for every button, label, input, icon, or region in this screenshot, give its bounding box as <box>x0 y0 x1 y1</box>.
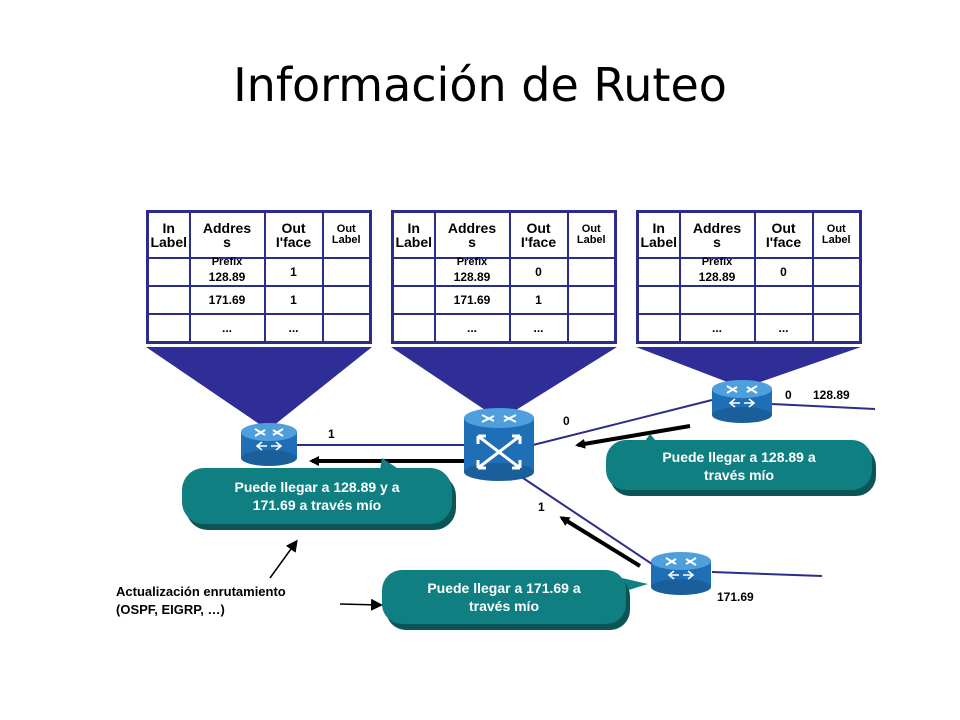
cell <box>566 285 617 315</box>
funnel-right <box>636 347 861 388</box>
label-switch-router-icon <box>464 408 534 481</box>
cell <box>391 257 436 287</box>
routing-update-caption: Actualización enrutamiento(OSPF, EIGRP, … <box>116 584 286 617</box>
cell: 1 <box>263 285 324 315</box>
cell <box>146 285 191 315</box>
cell <box>321 285 372 315</box>
update-arrow-right-top <box>575 424 691 449</box>
network-label-128-89: 128.89 <box>813 388 850 402</box>
iface-label-center-0: 0 <box>563 414 570 428</box>
cell <box>811 257 862 287</box>
cell: 0 <box>753 257 814 287</box>
iface-label-right-top: 0 <box>785 388 792 402</box>
cell <box>566 257 617 287</box>
cell: ... <box>433 313 511 344</box>
cell <box>636 257 681 287</box>
cell: ... <box>263 313 324 344</box>
slide-title: Información de Ruteo <box>233 58 727 112</box>
link-right-bottom-out <box>711 571 823 577</box>
cell <box>146 257 191 287</box>
cell <box>636 285 681 315</box>
cell <box>811 313 862 344</box>
router-right-bottom-icon <box>651 552 711 595</box>
cell: ... <box>508 313 569 344</box>
cell <box>566 313 617 344</box>
cell <box>391 313 436 344</box>
cell <box>391 285 436 315</box>
link-center-right-bottom <box>519 475 656 567</box>
cell: 1 <box>263 257 324 287</box>
bubble-left-shape <box>182 458 456 530</box>
link-right-top-out <box>771 403 876 410</box>
cell: 171.69 <box>433 285 511 315</box>
caption-arrow-right <box>339 598 383 611</box>
cell: 0 <box>508 257 569 287</box>
funnel-left <box>146 347 372 430</box>
iface-label-center-1: 1 <box>538 500 545 514</box>
update-arrow-bottom <box>559 516 642 568</box>
cell: ... <box>188 313 266 344</box>
prefix-tag: Prefix <box>456 256 488 268</box>
cell <box>321 313 372 344</box>
cell <box>811 285 862 315</box>
funnel-center <box>391 347 617 420</box>
bubble-right-top-shape <box>606 434 876 496</box>
prefix-tag: Prefix <box>211 256 243 268</box>
iface-label-left: 1 <box>328 427 335 441</box>
router-right-top-icon <box>712 380 772 423</box>
cell: ... <box>753 313 814 344</box>
prefix-tag: Prefix <box>701 256 733 268</box>
link-center-right-top <box>532 399 713 446</box>
cell: 1 <box>508 285 569 315</box>
cell: 171.69 <box>188 285 266 315</box>
network-label-171-69: 171.69 <box>717 590 754 604</box>
cell <box>678 285 756 315</box>
bubble-bottom-shape <box>382 570 648 630</box>
cell <box>321 257 372 287</box>
cell <box>753 285 814 315</box>
cell <box>146 313 191 344</box>
caption-arrow-up <box>269 539 298 579</box>
router-left-icon <box>241 423 297 466</box>
cell: ... <box>678 313 756 344</box>
cell <box>636 313 681 344</box>
